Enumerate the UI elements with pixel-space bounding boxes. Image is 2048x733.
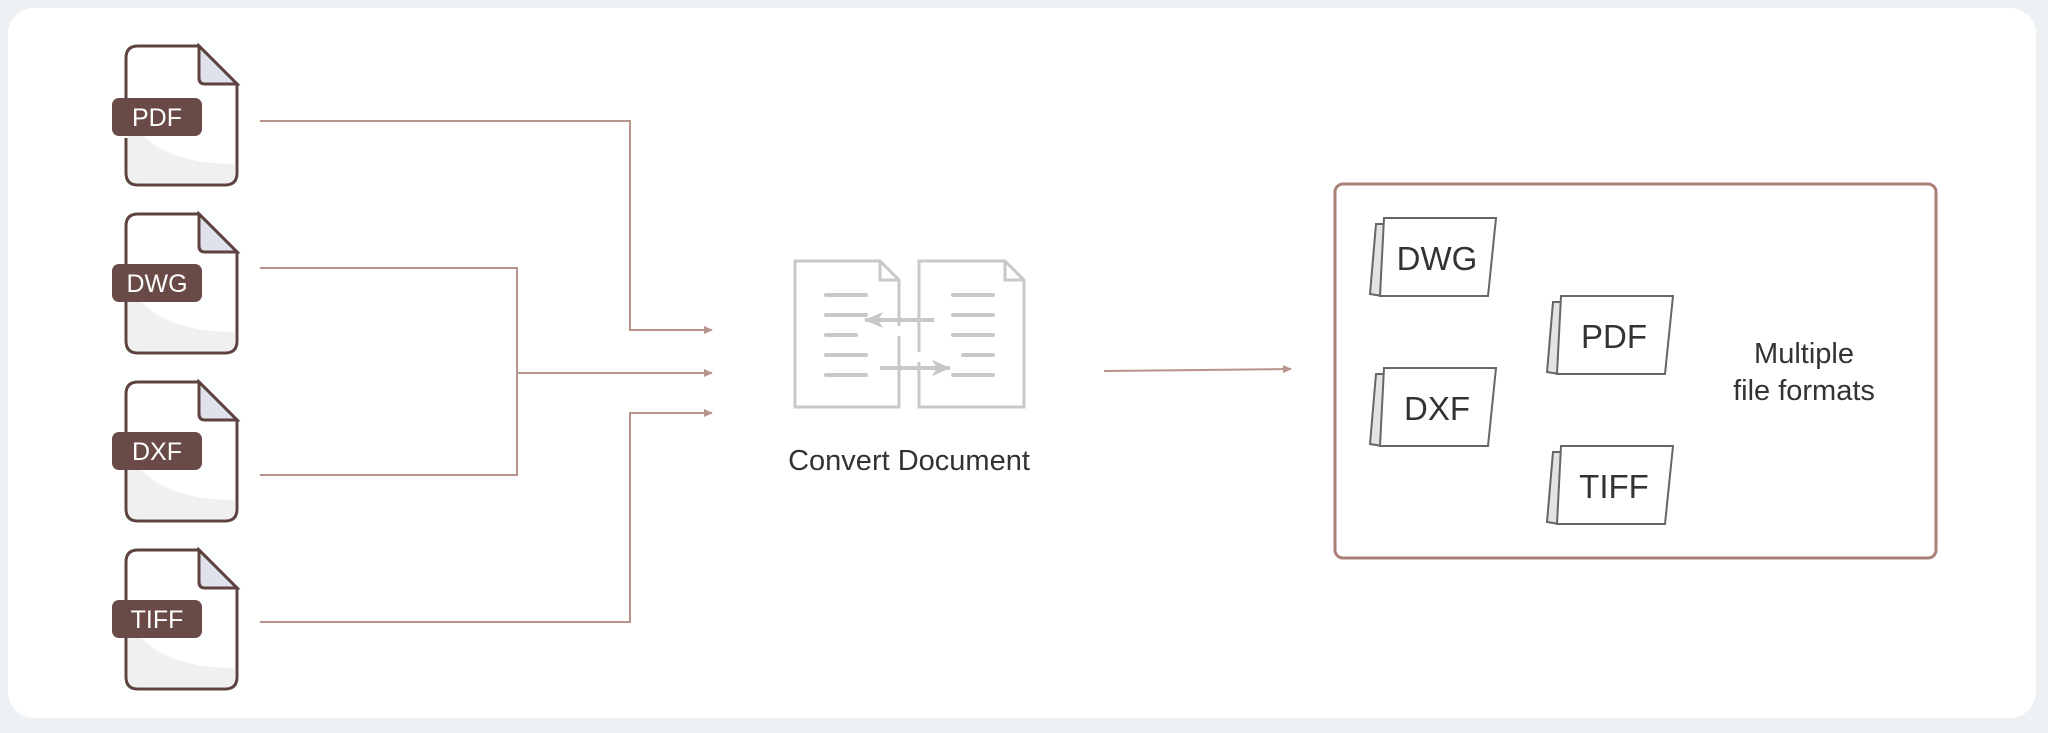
input-file-tiff: TIFF (112, 546, 241, 691)
converter-label: Convert Document (788, 445, 1030, 477)
file-badge (112, 432, 202, 470)
file-badge (112, 600, 202, 638)
output-file-dwg: DWG (1368, 217, 1498, 298)
file-icon (122, 378, 241, 523)
connector-tiff (260, 409, 713, 623)
file-badge-label: PDF (132, 104, 182, 132)
output-file-dxf: DXF (1368, 367, 1498, 448)
file-badge-label: DXF (132, 438, 182, 466)
output-caption-line1: Multiple (1754, 338, 1854, 370)
file-badge-label: DWG (126, 270, 187, 298)
file-badge (112, 264, 202, 302)
input-file-pdf: PDF (112, 42, 241, 187)
connector-pdf (260, 120, 713, 334)
output-caption-line2: file formats (1733, 375, 1875, 407)
connector-dxf (260, 373, 518, 476)
output-format-label: TIFF (1579, 468, 1649, 505)
input-file-dwg: DWG (112, 210, 241, 355)
connector-output (1103, 365, 1292, 374)
output-file-pdf: PDF (1545, 295, 1675, 376)
input-file-dxf: DXF (112, 378, 241, 523)
output-format-label: DXF (1404, 390, 1470, 427)
output-format-label: PDF (1581, 318, 1647, 355)
output-format-label: DWG (1397, 240, 1478, 277)
output-file-tiff: TIFF (1545, 445, 1675, 526)
connectors (260, 120, 1292, 623)
convert-documents-icon (793, 259, 1026, 409)
file-badge-label: TIFF (131, 606, 184, 634)
file-badge (112, 98, 202, 136)
connector-dwg (260, 267, 518, 373)
